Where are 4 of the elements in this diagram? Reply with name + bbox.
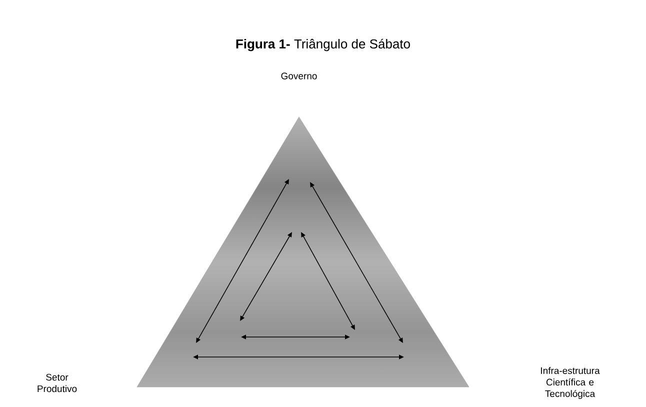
- vertex-label: Infra-estrutura Científica e Tecnológica: [541, 367, 600, 399]
- vertex-label: Governo: [281, 72, 317, 80]
- figure-title: Figura 1- Triângulo de Sábato: [236, 38, 410, 52]
- vertex-label: Setor Produtivo: [38, 374, 77, 392]
